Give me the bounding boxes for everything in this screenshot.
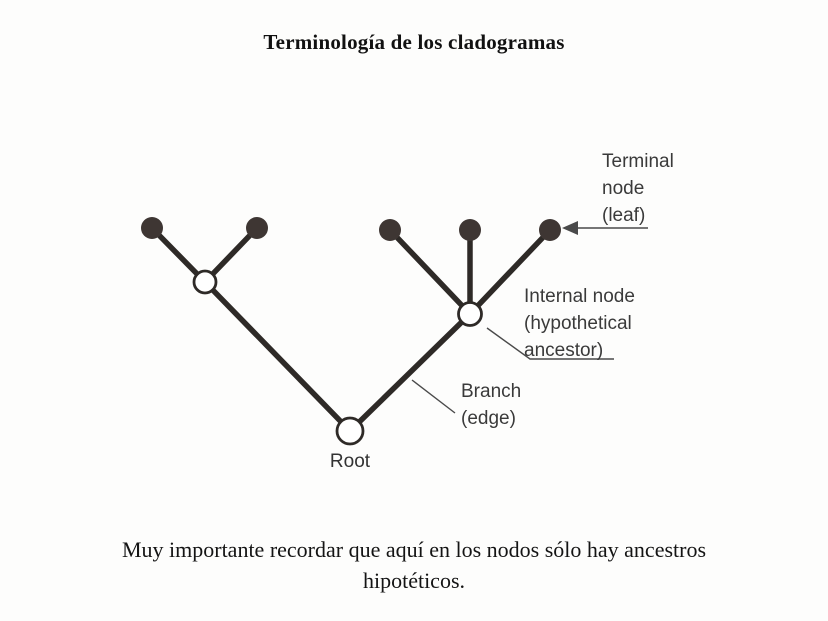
root-node — [335, 416, 365, 446]
terminal-node — [246, 217, 268, 239]
terminal-nodes — [141, 217, 561, 241]
branch-root-right — [347, 311, 473, 434]
terminal-node — [141, 217, 163, 239]
branch-right-leaf3 — [467, 227, 553, 317]
internal-node — [192, 269, 218, 295]
branch-leader-line — [411, 379, 456, 414]
internal-node-label-line: Internal node — [524, 286, 635, 307]
footer-note-line1: Muy importante recordar que aquí en los … — [121, 537, 707, 562]
page-title: Terminología de los cladogramas — [263, 30, 565, 54]
terminal-node — [379, 219, 401, 241]
terminal-node-label: Terminal node (leaf) — [602, 148, 674, 229]
footer-note: Muy importante recordar que aquí en los … — [0, 534, 828, 596]
branch-left-leaf1 — [149, 225, 208, 285]
branch-label: Branch (edge) — [461, 378, 521, 432]
terminal-node-label-line: Terminal — [602, 151, 674, 172]
leader-lines — [411, 227, 648, 414]
internal-node — [457, 301, 483, 327]
branch-root-left — [202, 279, 353, 434]
internal-node-leader-line — [486, 327, 614, 360]
branch-label-line: Branch — [461, 381, 522, 402]
branch-label-line: (edge) — [461, 408, 516, 429]
branch-lines — [149, 225, 553, 434]
internal-nodes — [192, 269, 483, 446]
branch-left-leaf2 — [202, 225, 260, 285]
internal-node-label-line: ancestor) — [524, 340, 604, 361]
terminal-node-label-line: node — [602, 178, 645, 199]
terminal-node-arrowhead-icon — [562, 221, 578, 235]
terminal-node-label-line: (leaf) — [602, 205, 646, 226]
root-label: Root — [329, 451, 371, 472]
branch-right-leaf1 — [387, 227, 473, 317]
footer-note-line2: hipotéticos. — [362, 568, 466, 593]
internal-node-label: Internal node (hypothetical ancestor) — [524, 283, 635, 364]
terminal-node — [459, 219, 481, 241]
internal-node-label-line: (hypothetical — [524, 313, 632, 334]
terminal-node — [539, 219, 561, 241]
